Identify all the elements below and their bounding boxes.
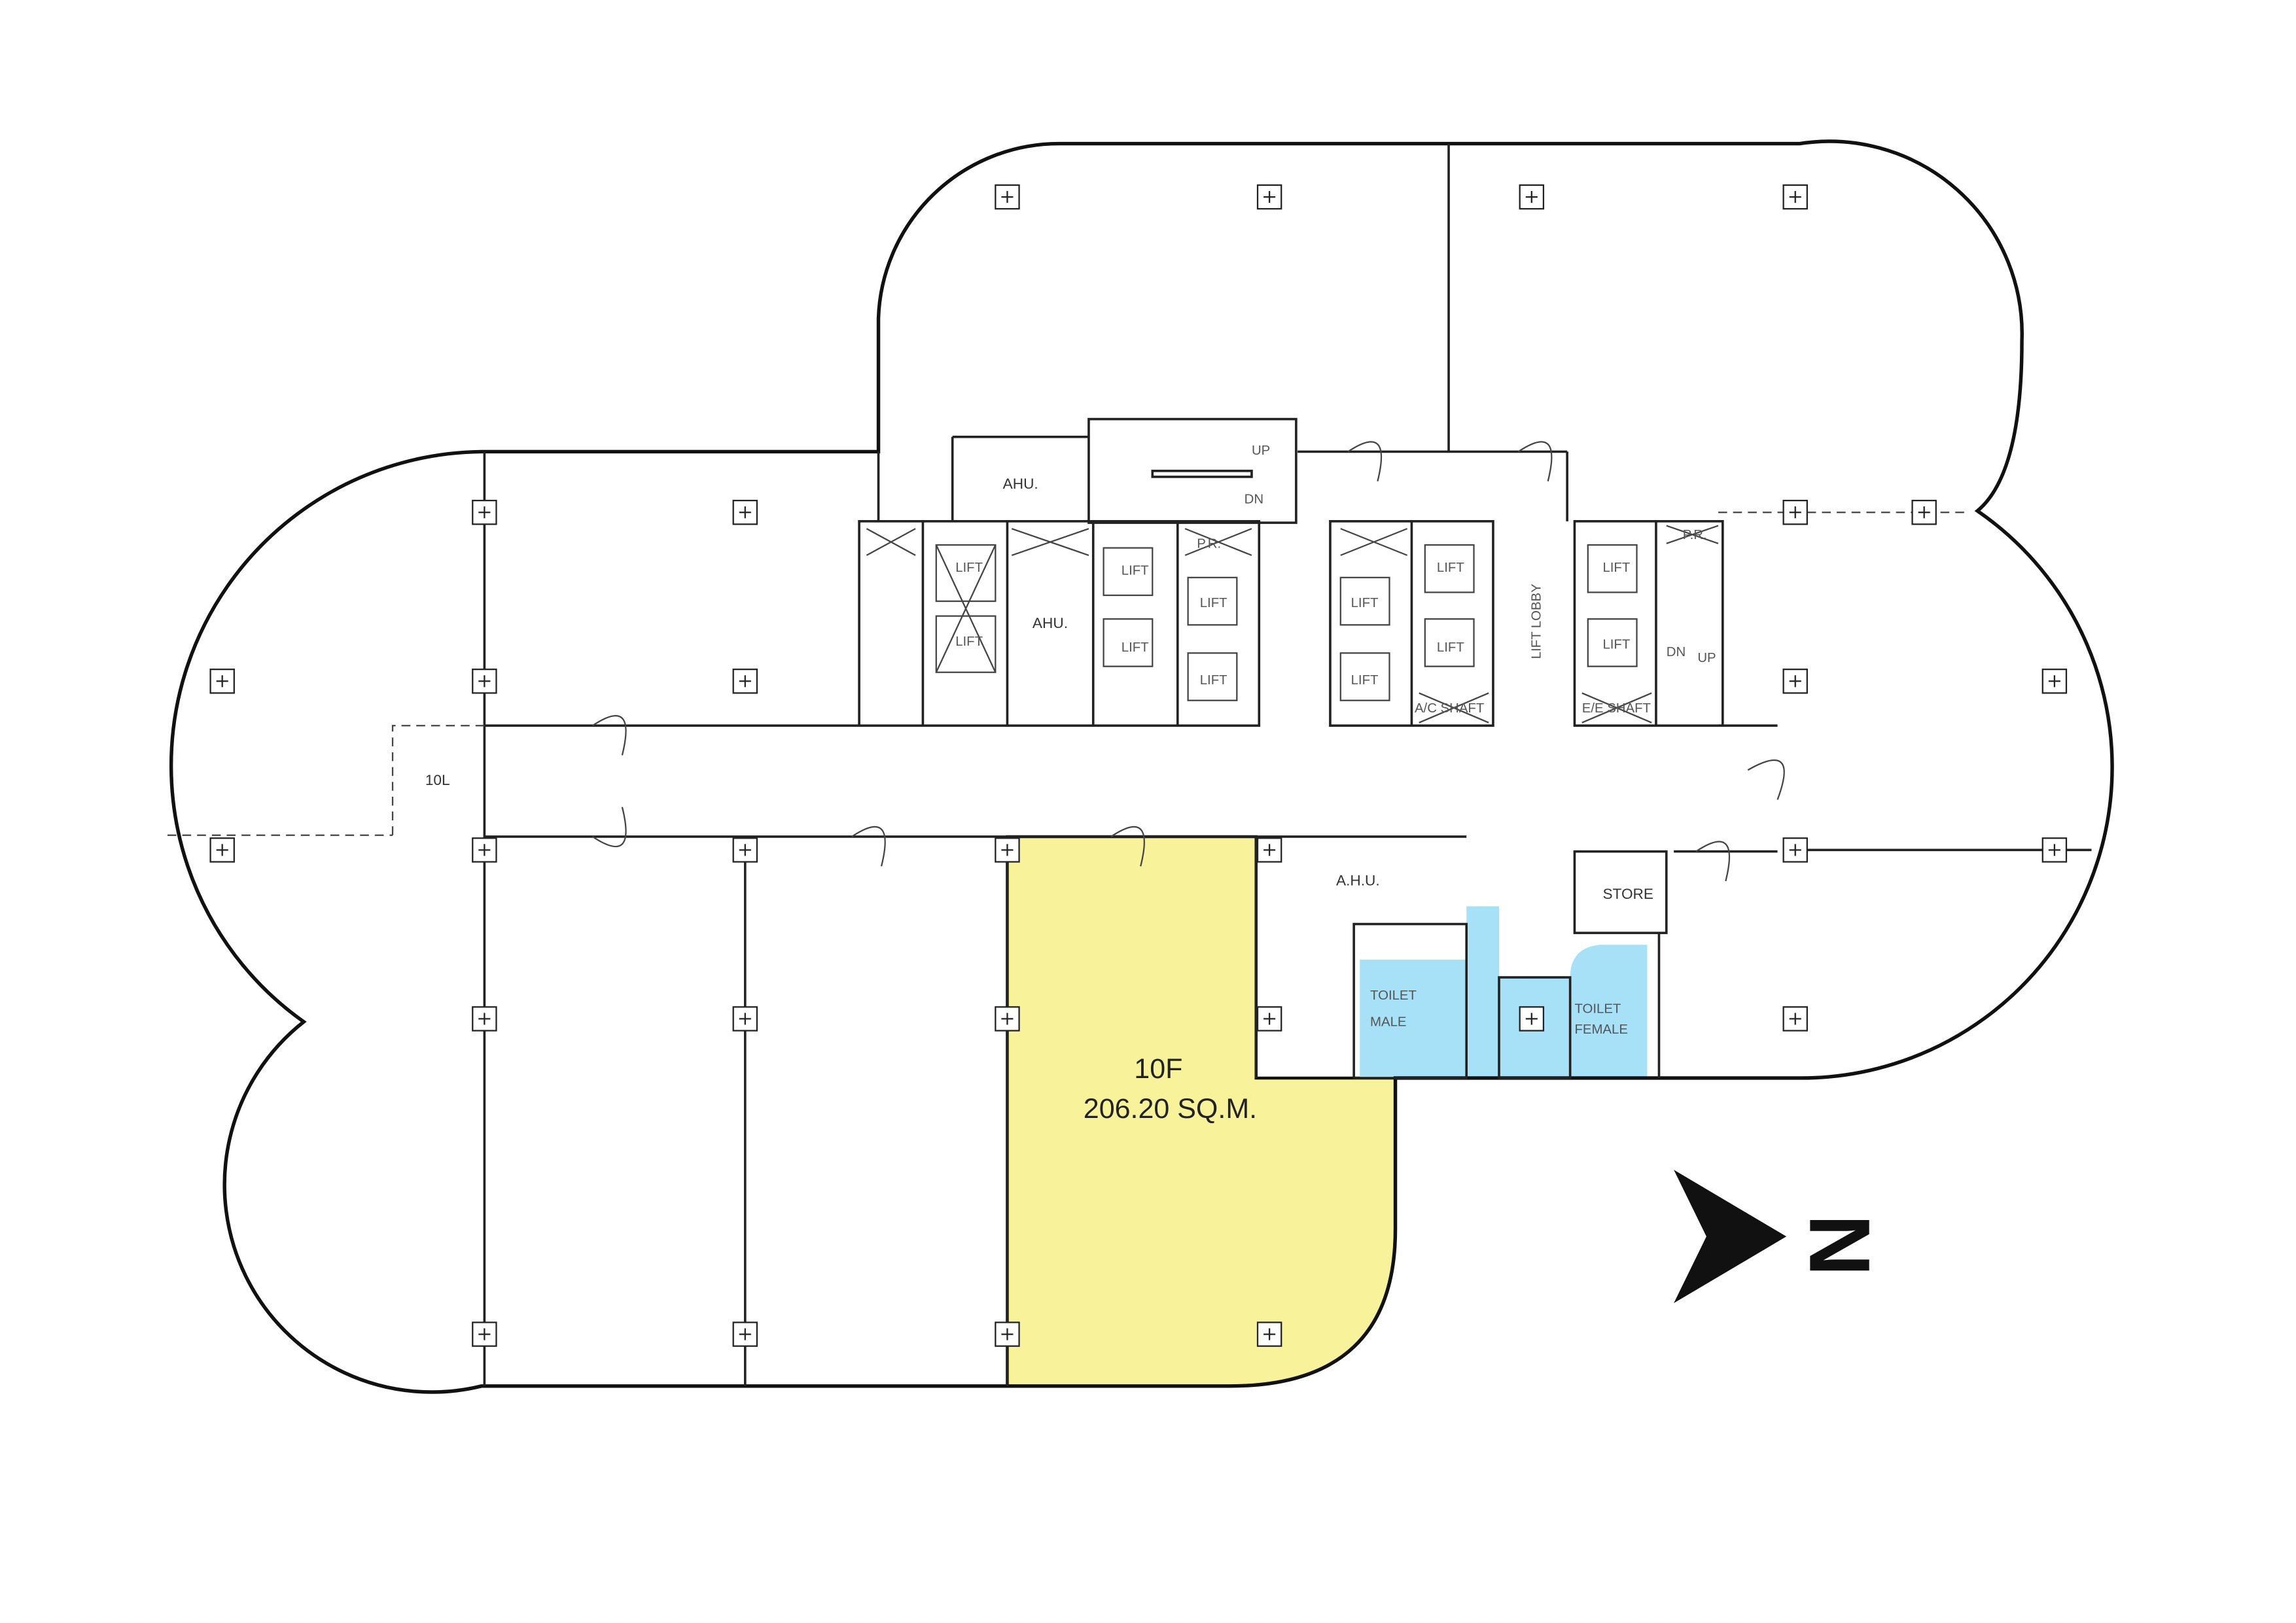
column-marker [1782, 837, 1808, 863]
column-marker [995, 184, 1020, 210]
lift-label: LIFT [1200, 596, 1227, 610]
column-marker [2041, 837, 2068, 863]
column-marker [472, 1006, 497, 1032]
toilet-female-label-1: TOILET [1574, 1002, 1621, 1016]
room-label-pr-1: P.R. [1197, 537, 1221, 551]
lift-label: LIFT [1122, 563, 1149, 578]
column-marker [472, 837, 497, 863]
column-marker [472, 1321, 497, 1347]
column-marker [995, 1321, 1020, 1347]
toilet-male-label-1: TOILET [1370, 988, 1417, 1003]
north-arrow-icon [1674, 1170, 1787, 1304]
room-label-pr-2: P.R. [1683, 528, 1707, 542]
lift-label: LIFT [955, 561, 983, 575]
column-marker [1519, 184, 1545, 210]
building-outline [169, 139, 2114, 1394]
column-marker [1256, 837, 1282, 863]
room-label-store: STORE [1602, 886, 1653, 902]
north-label: N [1792, 1214, 1888, 1276]
lift-label: LIFT [1200, 673, 1227, 688]
room-label-lift-lobby: LIFT LOBBY [1529, 584, 1544, 659]
room-label-ahu-south: A.H.U. [1336, 873, 1380, 889]
stair-dn-label-1: DN [1245, 493, 1263, 507]
toilet-male-label-2: MALE [1370, 1015, 1406, 1030]
room-label-ahu-top: AHU. [1003, 476, 1038, 492]
toilet-male-area [1360, 906, 1499, 1078]
column-marker [1256, 184, 1282, 210]
column-marker [732, 837, 758, 863]
column-marker [995, 837, 1020, 863]
column-marker [1256, 1321, 1282, 1347]
toilet-walls [1352, 850, 1668, 1079]
column-marker [1256, 1006, 1282, 1032]
column-marker [1782, 184, 1808, 210]
unit-label-10f[interactable]: 10F [1134, 1053, 1182, 1085]
lift-label: LIFT [1351, 673, 1379, 688]
room-label-ac-shaft: A/C SHAFT [1415, 701, 1484, 716]
lift-label: LIFT [1122, 640, 1149, 655]
column-markers [209, 184, 2068, 1347]
stair-dn-label-2: DN [1667, 645, 1686, 659]
column-marker [209, 669, 235, 694]
lift-label: LIFT [1437, 640, 1464, 655]
column-marker [1911, 499, 1937, 525]
lift-labels: LIFT LIFT LIFT LIFT LIFT LIFT LIFT LIFT LIFT LIFT… [955, 561, 1630, 688]
unit-area: 206.20 SQ.M. [1084, 1093, 1257, 1125]
building-core [858, 417, 1724, 727]
column-marker [995, 1006, 1020, 1032]
lift-label: LIFT [1437, 561, 1464, 575]
lift-label: LIFT [955, 635, 983, 649]
lift-label: LIFT [1351, 596, 1379, 610]
toilet-female-area [1567, 945, 1648, 1078]
column-marker [1519, 1006, 1545, 1032]
column-marker [732, 1006, 758, 1032]
lift-label: LIFT [1602, 637, 1630, 652]
stair-up-label-2: UP [1697, 651, 1716, 665]
column-marker [1782, 499, 1808, 525]
column-marker [472, 669, 497, 694]
stair-up-label-1: UP [1252, 444, 1270, 458]
column-marker [732, 499, 758, 525]
column-marker [472, 499, 497, 525]
lift-label: LIFT [1602, 561, 1630, 575]
unit-label-10l[interactable]: 10L [425, 772, 450, 788]
column-marker [2041, 669, 2068, 694]
room-label-ee-shaft: E/E SHAFT [1582, 701, 1651, 716]
column-marker [732, 669, 758, 694]
room-label-ahu-mid: AHU. [1033, 615, 1068, 631]
column-marker [732, 1321, 758, 1347]
column-marker [209, 837, 235, 863]
column-marker [1782, 1006, 1808, 1032]
toilet-female-label-2: FEMALE [1574, 1022, 1627, 1037]
column-marker [1782, 669, 1808, 694]
